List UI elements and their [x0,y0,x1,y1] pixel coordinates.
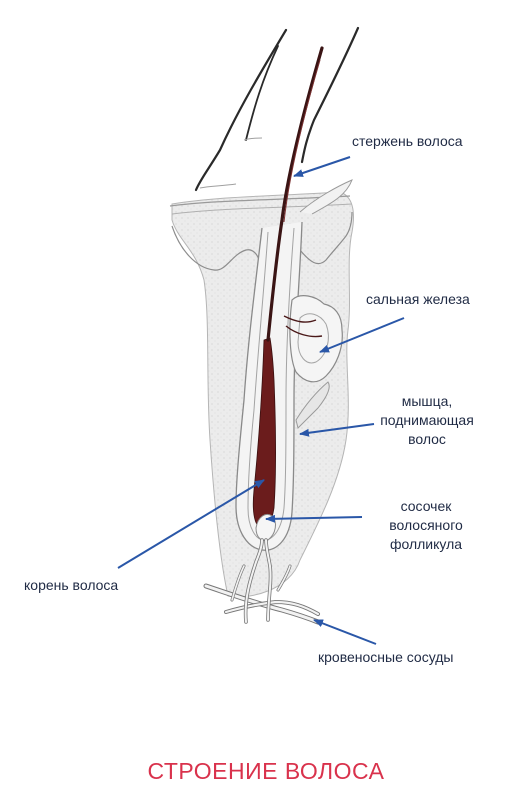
hair-strand-3 [300,26,360,164]
dermis-upper-outline [171,225,263,281]
label-papilla-line-2: волосяного [389,517,463,533]
label-muscle: мышца, поднимающая волос [366,392,488,449]
label-papilla-line-1: сосочек [400,498,452,514]
skin-flap [299,179,353,215]
hair-strand-2 [245,45,279,141]
arrow-gland [319,317,405,353]
blood-vessels [203,538,321,625]
arrow-papilla [265,514,363,523]
label-hair-shaft: стержень волоса [352,133,463,149]
label-muscle-line-3: волос [408,431,446,447]
label-papilla: сосочек волосяного фолликула [374,497,478,554]
arrow-root [117,479,265,569]
label-papilla-line-3: фолликула [389,536,463,552]
sebaceous-gland [289,295,343,383]
arrector-pili-muscle [295,381,330,429]
arrow-vessels [313,619,377,645]
skin-scale-lines [199,137,263,189]
hair-strand-1 [194,28,288,192]
label-sebaceous-gland: сальная железа [366,291,470,307]
label-blood-vessels: кровеносные сосуды [318,649,454,665]
hair-shaft [266,46,324,342]
label-hair-root: корень волоса [24,577,119,593]
sebaceous-duct [283,315,323,338]
arrow-muscle [299,423,375,437]
hair-shaft-highlight [283,59,321,223]
dermis-upper-outline-right [299,211,353,265]
diagram-title: СТРОЕНИЕ ВОЛОСА [147,758,385,784]
label-muscle-line-1: мышца, [401,393,453,409]
label-muscle-line-2: поднимающая [380,412,474,428]
arrow-shaft [293,156,351,177]
